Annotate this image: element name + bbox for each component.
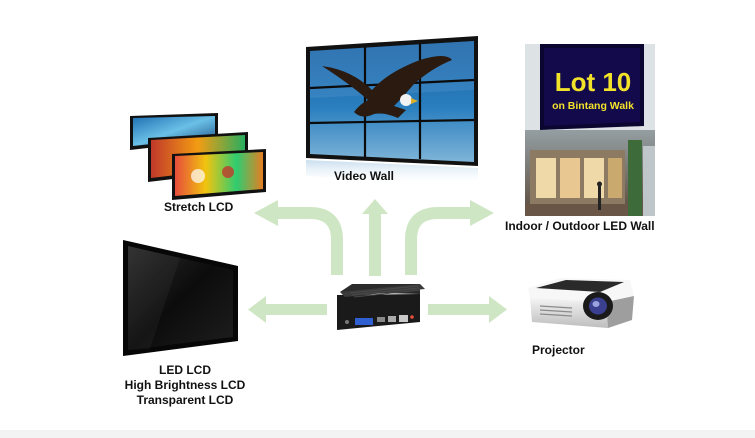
arrow-to-projector [428,296,507,323]
label-indoor-outdoor-led-wall: Indoor / Outdoor LED Wall [505,219,655,233]
label-high-brightness-lcd: High Brightness LCD [124,378,246,392]
projector-icon [528,278,634,328]
sign-title: Lot 10 [555,67,632,97]
bottom-divider [0,430,755,438]
arrow-to-lcd-monitor [248,296,327,323]
lcd-monitor-icon [123,240,238,356]
sign-subtitle: on Bintang Walk [552,100,634,112]
label-video-wall: Video Wall [334,169,395,183]
arrow-to-led-wall [405,207,472,275]
arrow-to-led-wall-head [470,200,494,226]
arrow-to-stretch-lcd [276,207,343,275]
arrow-to-stretch-lcd-head [254,200,278,226]
led-wall-icon [525,44,655,216]
label-projector: Projector [532,343,585,357]
label-transparent-lcd: Transparent LCD [136,393,234,407]
stretch-lcd-icon [130,113,266,200]
label-led-lcd: LED LCD [159,363,211,377]
arrow-to-video-wall [362,199,388,276]
label-stretch-lcd: Stretch LCD [164,200,234,214]
hub-device-icon [337,284,425,330]
label-lcd-group: LED LCD High Brightness LCD Transparent … [120,363,250,408]
video-wall-icon [306,36,478,186]
